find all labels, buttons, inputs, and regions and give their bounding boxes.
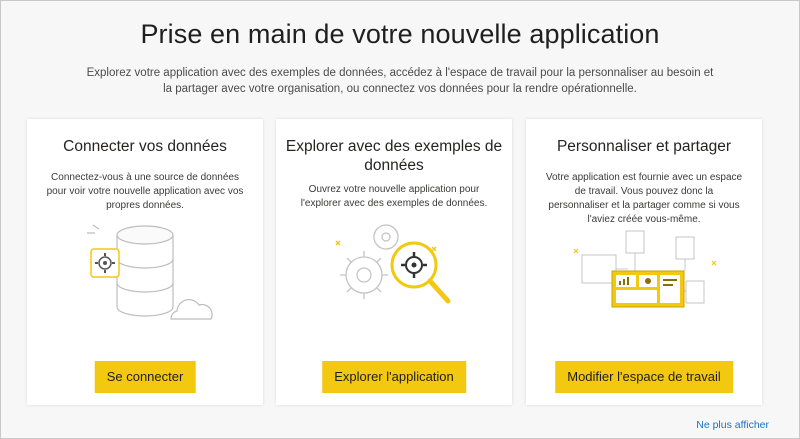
card-customize-share: Personnaliser et partager Votre applicat… [526, 119, 762, 405]
card-explore-samples: Explorer avec des exemples de données Ou… [276, 119, 512, 405]
dashboard-share-icon [573, 230, 717, 308]
connect-button[interactable]: Se connecter [94, 361, 196, 393]
gears-magnifier-icon [335, 224, 451, 304]
card-description: Ouvrez votre nouvelle application pour l… [300, 184, 488, 209]
card-description: Votre application est fournie avec un es… [545, 172, 743, 225]
page-title: Prise en main de votre nouvelle applicat… [140, 19, 660, 49]
card-title: Explorer avec des exemples de données [285, 138, 503, 174]
card-title: Personnaliser et partager [556, 138, 732, 155]
card-description: Connectez-vous à une source de données p… [46, 172, 244, 211]
explore-app-button[interactable]: Explorer l'application [322, 361, 466, 393]
dont-show-again-link[interactable]: Ne plus afficher [696, 419, 769, 431]
page-subtitle: Explorez votre application avec des exem… [86, 67, 714, 95]
database-cloud-icon [87, 224, 213, 320]
card-title: Connecter vos données [63, 138, 227, 155]
edit-workspace-button[interactable]: Modifier l'espace de travail [555, 361, 733, 393]
card-connect-data: Connecter vos données Connectez-vous à u… [27, 119, 263, 405]
